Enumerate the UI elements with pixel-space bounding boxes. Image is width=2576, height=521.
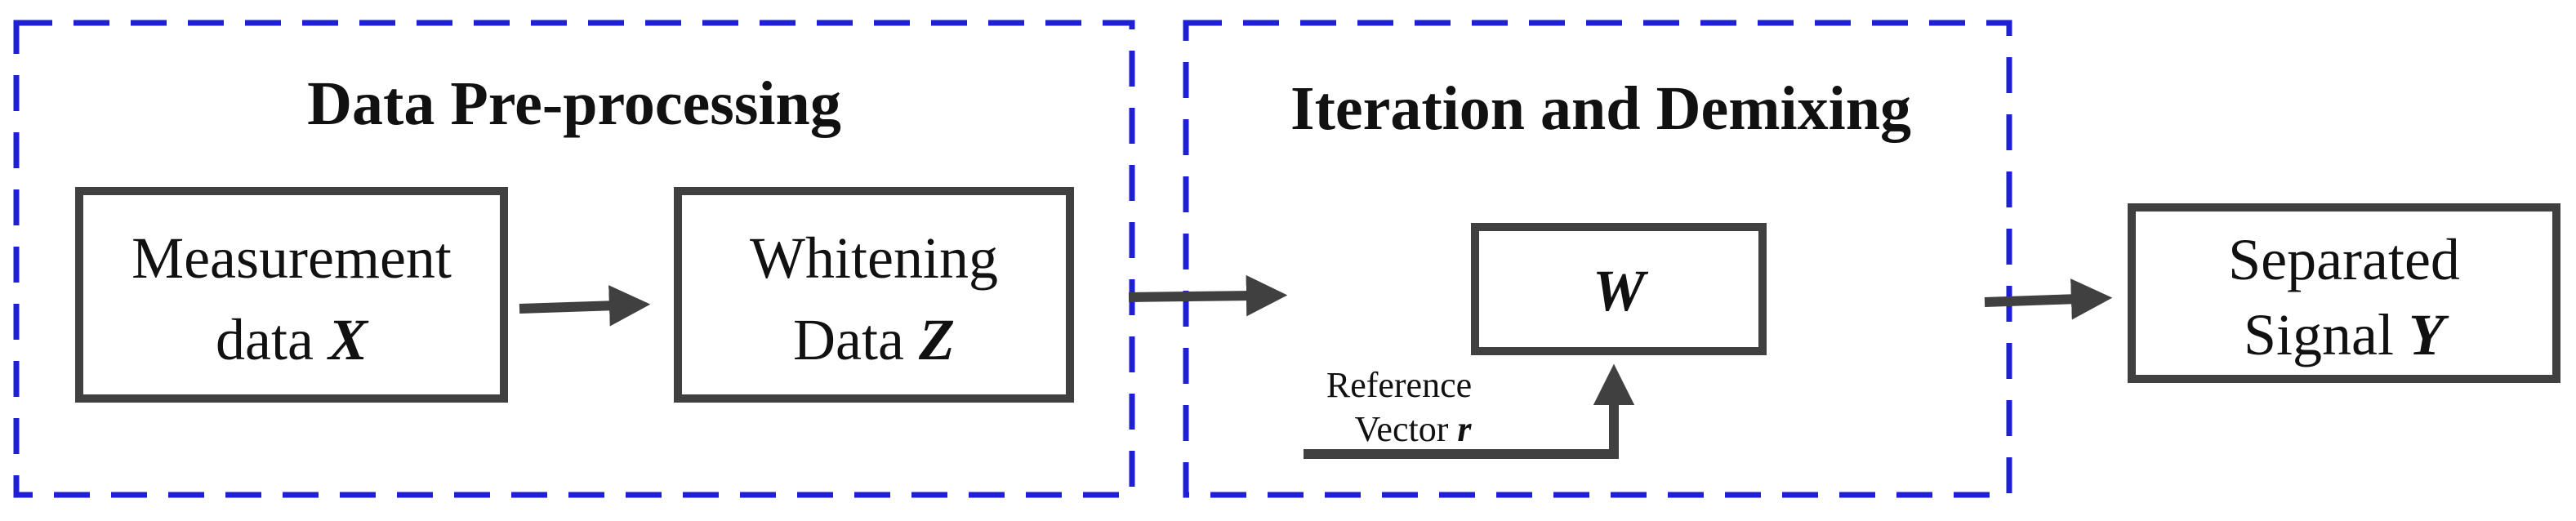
separated-label-line2: Signal Y bbox=[2244, 302, 2449, 367]
group-preprocessing bbox=[13, 20, 1135, 498]
reference-label-line2: Vector r bbox=[1355, 409, 1473, 449]
arrow-measurement-to-whitening bbox=[519, 285, 651, 327]
separated-box bbox=[2128, 203, 2560, 383]
w-label: W bbox=[1593, 258, 1649, 323]
group-demixing bbox=[1183, 20, 2012, 498]
measurement-label-line2: data X bbox=[216, 307, 369, 372]
w-box bbox=[1471, 223, 1767, 355]
whitening-label-line2: Data Z bbox=[793, 307, 955, 372]
arrow-whitening-to-demixing bbox=[1128, 274, 1288, 317]
group-title-demixing: Iteration and Demixing bbox=[1290, 74, 1911, 143]
measurement-box bbox=[75, 187, 508, 403]
reference-label-line1: Reference bbox=[1326, 365, 1472, 405]
measurement-label-line1: Measurement bbox=[131, 225, 452, 291]
whitening-label-line1: Whitening bbox=[750, 225, 998, 291]
arrow-reference-to-w bbox=[1304, 363, 1635, 459]
arrow-demixing-to-separated bbox=[1984, 278, 2113, 320]
group-title-preprocessing: Data Pre-processing bbox=[307, 69, 841, 138]
separated-label-line1: Separated bbox=[2228, 227, 2460, 292]
whitening-box bbox=[674, 187, 1074, 403]
